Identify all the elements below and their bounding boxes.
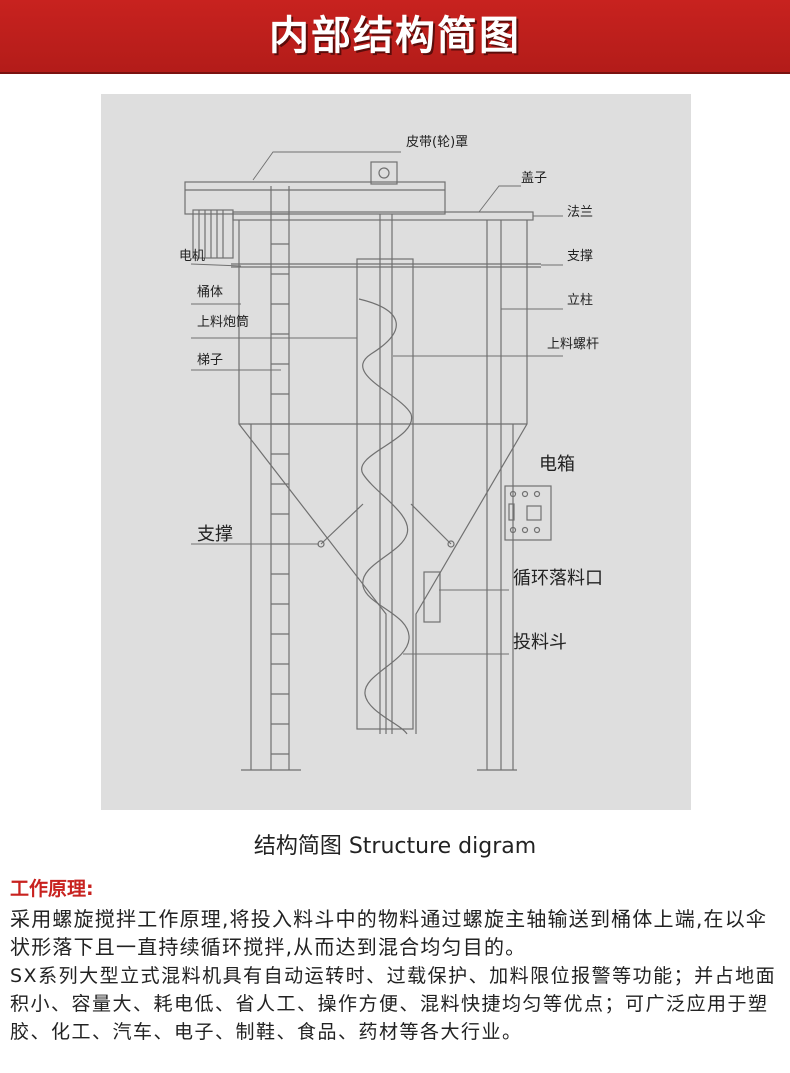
label-circulation-outlet: 循环落料口 [513, 568, 603, 589]
belt-pulley [378, 167, 390, 179]
label-feed-tube: 上料炮筒 [197, 314, 249, 330]
principle-paragraph-1: 采用螺旋搅拌工作原理,将投入料斗中的物料通过螺旋主轴输送到桶体上端,在以伞状形落… [10, 907, 768, 959]
page-title: 内部结构简图 [269, 13, 521, 59]
lid-flange [232, 211, 534, 221]
label-feed-screw: 上料螺杆 [547, 337, 599, 352]
motor-body [192, 209, 234, 259]
label-lid: 盖子 [521, 171, 547, 186]
label-support-bottom: 支撑 [197, 524, 233, 545]
barrel-outline [238, 220, 387, 734]
support-brace-left [320, 503, 364, 545]
principle-paragraph-2: SX系列大型立式混料机具有自动运转时、过载保护、加料限位报警等功能；并占地面积小… [10, 965, 777, 1043]
label-belt-cover: 皮带(轮)罩 [406, 135, 468, 150]
diagram-caption: 结构简图 Structure digram [253, 834, 537, 859]
label-electric-box: 电箱 [539, 454, 575, 475]
circulation-outlet [423, 571, 441, 623]
label-flange: 法兰 [567, 205, 593, 220]
label-motor: 电机 [179, 249, 205, 264]
electric-box [504, 485, 552, 541]
label-ladder: 梯子 [197, 353, 223, 368]
title-banner [0, 0, 790, 72]
feed-screw-helix [358, 298, 413, 735]
feed-tube [356, 258, 414, 730]
label-barrel: 桶体 [197, 285, 223, 300]
label-support-top: 支撑 [567, 249, 593, 264]
mixer-drawing: 皮带(轮)罩 盖子 法兰 电机 支撑 桶体 立柱 上料炮筒 上料螺杆 梯子 电箱… [179, 135, 603, 771]
label-column: 立柱 [567, 293, 593, 308]
banner-divider [0, 72, 790, 74]
belt-pulley-box [370, 161, 398, 185]
label-hopper: 投料斗 [513, 632, 567, 653]
belt-cover-housing [184, 181, 446, 215]
barrel-outline-right [415, 220, 528, 734]
structure-diagram: 皮带(轮)罩 盖子 法兰 电机 支撑 桶体 立柱 上料炮筒 上料螺杆 梯子 电箱… [101, 94, 691, 810]
principle-heading: 工作原理: [10, 878, 94, 900]
support-brace-right [410, 503, 452, 545]
